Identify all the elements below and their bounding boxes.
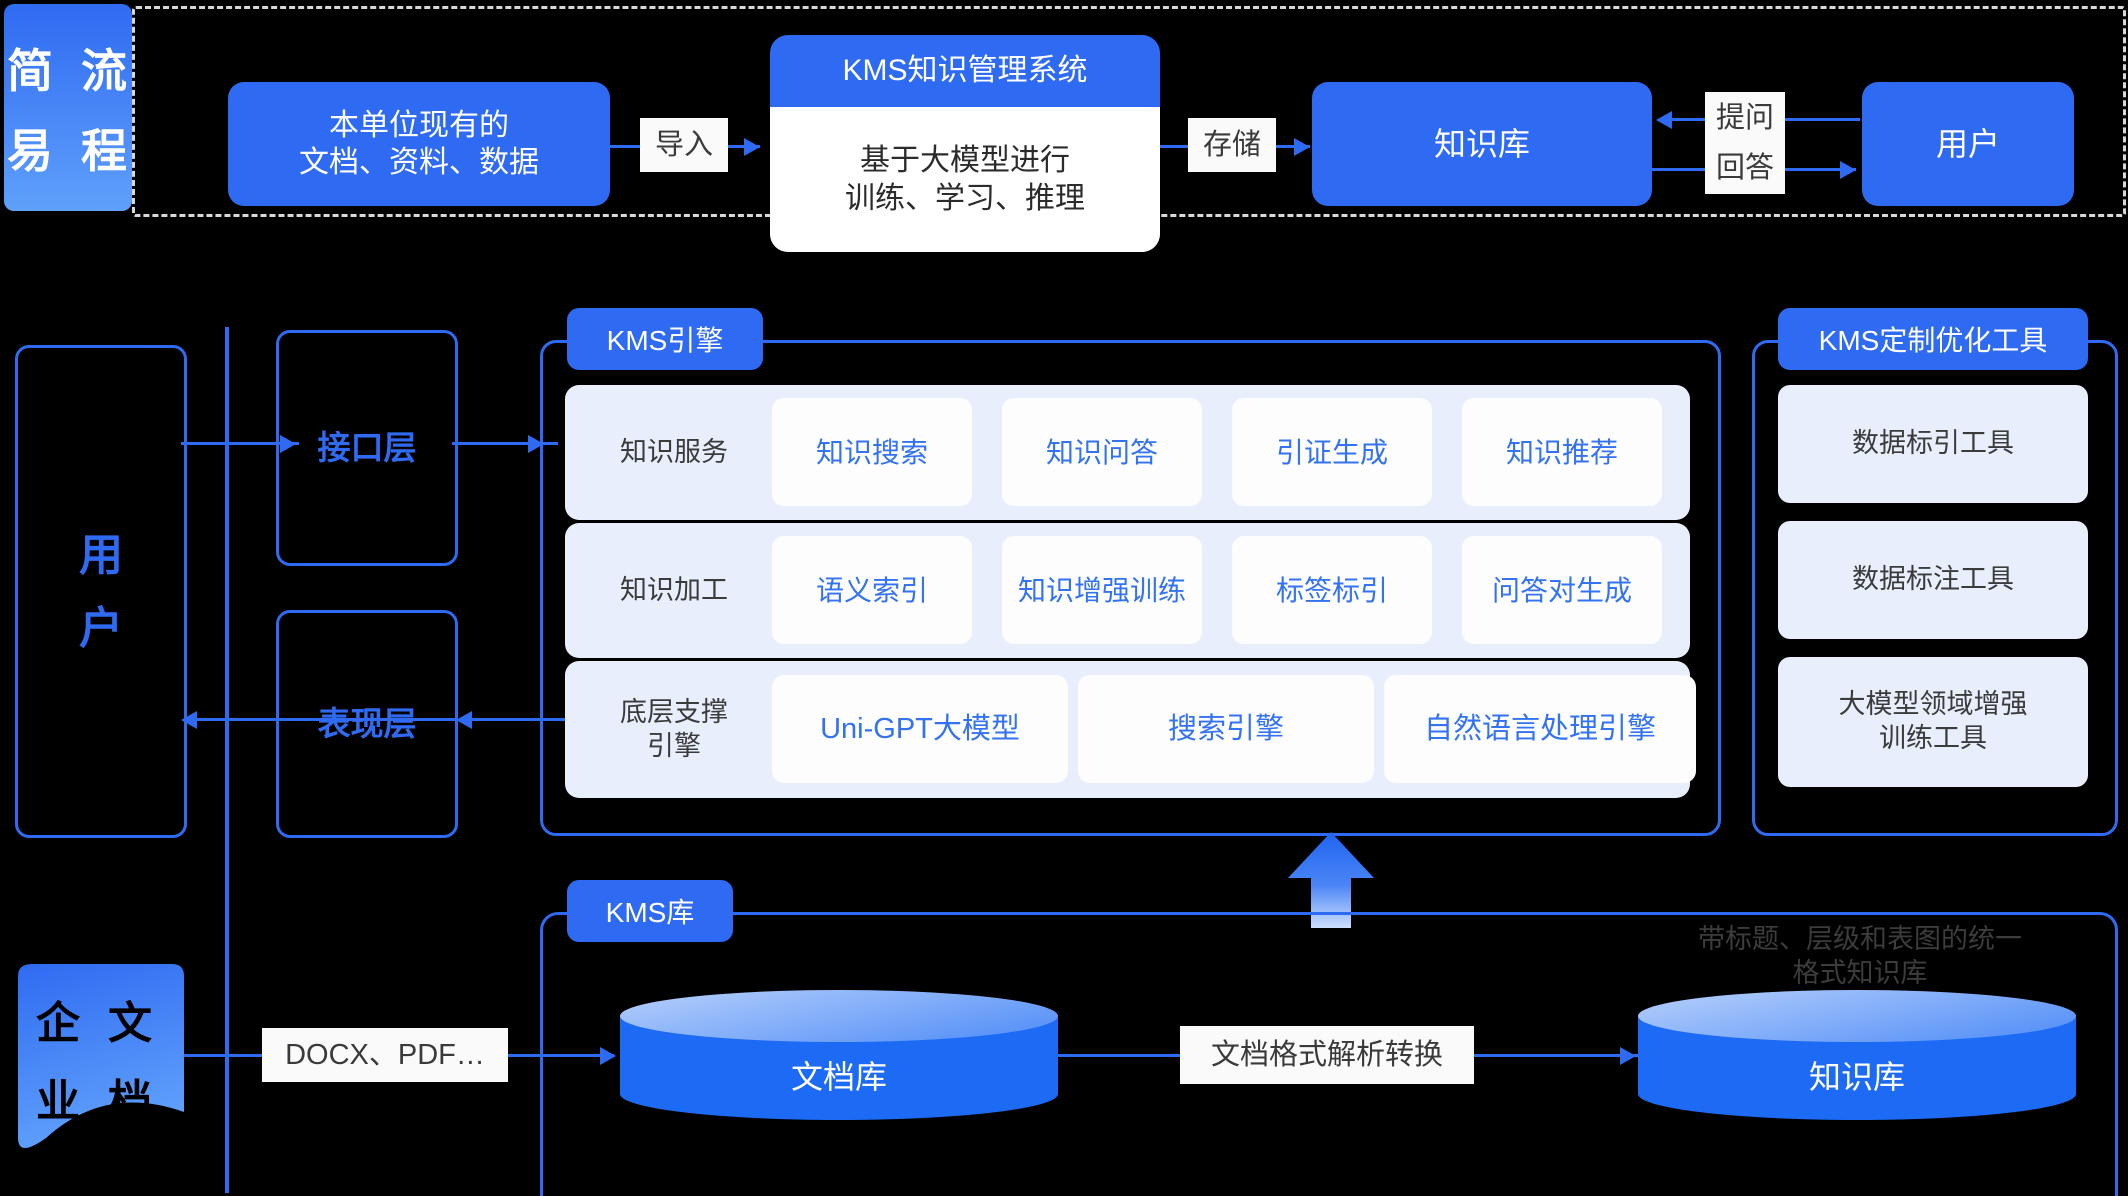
presentation-layer-box[interactable]: 表现层 [276, 610, 458, 838]
enterprise-label-char-1: 文 [108, 999, 154, 1048]
kms-system-card[interactable]: KMS知识管理系统 基于大模型进行 训练、学习、推理 [770, 35, 1160, 252]
document-db-label: 文档库 [790, 1059, 887, 1095]
engine-row-2-item-1[interactable]: 搜索引擎 [1078, 675, 1374, 783]
flow-user-box[interactable]: 用户 [1862, 82, 2074, 206]
kms-store-panel [540, 912, 2118, 1196]
user-label-char-0: 用 [79, 530, 123, 580]
answer-label: 回答 [1705, 142, 1785, 194]
enterprise-label-char-3: 档 [108, 1077, 154, 1126]
source-documents-box[interactable]: 本单位现有的 文档、资料、数据 [228, 82, 610, 206]
kms-system-title: KMS知识管理系统 [842, 54, 1088, 88]
side-label-char-3: 程 [81, 124, 129, 177]
engine-row-2-label: 底层支撑 引擎 [620, 696, 728, 761]
tool-card-1[interactable]: 数据标注工具 [1778, 521, 2088, 639]
engine-row-0-item-2[interactable]: 引证生成 [1232, 398, 1432, 506]
presentation-to-user-arrow [181, 711, 197, 729]
simple-flow-side-label: 简 流 易 程 [4, 4, 132, 211]
interface-layer-box[interactable]: 接口层 [276, 330, 458, 566]
enterprise-label-char-0: 企 [36, 999, 82, 1048]
side-label-char-0: 简 [7, 44, 55, 97]
kms-engine-tab: KMS引擎 [567, 308, 763, 370]
engine-row-1-item-2[interactable]: 标签标引 [1232, 536, 1432, 644]
engine-row-2-item-2[interactable]: 自然语言处理引擎 [1384, 675, 1696, 783]
file-format-label: DOCX、PDF… [262, 1028, 508, 1082]
enterprise-docs-shape [18, 964, 184, 1148]
engine-row-1-item-1[interactable]: 知识增强训练 [1002, 536, 1202, 644]
convert-arrow-head [1620, 1047, 1636, 1065]
enterprise-label-char-2: 业 [36, 1077, 82, 1126]
knowledge-db-label: 知识库 [1808, 1059, 1905, 1095]
user-label-char-1: 户 [79, 603, 123, 653]
engine-to-presentation-arrow [456, 711, 472, 729]
engine-row-1-item-0[interactable]: 语义索引 [772, 536, 972, 644]
kms-store-tab: KMS库 [567, 880, 733, 942]
enterprise-docs-label: 企 文 业 档 [6, 988, 184, 1128]
user-to-interface-line [181, 442, 299, 445]
data-upload-arrow [1288, 832, 1374, 928]
knowledge-db-note: 带标题、层级和表图的统一 格式知识库 [1698, 924, 2022, 988]
store-arrow-head [1294, 138, 1310, 156]
ask-label: 提问 [1705, 92, 1785, 144]
user-to-interface-arrow [280, 435, 296, 453]
tool-card-2[interactable]: 大模型领域增强 训练工具 [1778, 657, 2088, 787]
presentation-to-user-line [195, 718, 455, 721]
tool-card-0[interactable]: 数据标引工具 [1778, 385, 2088, 503]
knowledge-db-cylinder[interactable] [1638, 990, 2076, 1120]
flow-knowledge-base-box[interactable]: 知识库 [1312, 82, 1652, 206]
engine-row-0-label: 知识服务 [620, 436, 728, 467]
main-vertical-spine [225, 327, 229, 1193]
convert-label: 文档格式解析转换 [1180, 1026, 1474, 1084]
ask-arrow-head [1656, 111, 1672, 129]
import-label: 导入 [640, 118, 728, 172]
engine-row-0-item-1[interactable]: 知识问答 [1002, 398, 1202, 506]
engine-row-1-label: 知识加工 [620, 574, 728, 605]
engine-row-0-item-0[interactable]: 知识搜索 [772, 398, 972, 506]
store-label: 存储 [1188, 118, 1276, 172]
engine-row-2-item-0[interactable]: Uni-GPT大模型 [772, 675, 1068, 783]
kms-tools-tab: KMS定制优化工具 [1778, 308, 2088, 370]
engine-to-presentation-line [470, 718, 590, 721]
answer-arrow-head [1840, 161, 1856, 179]
engine-row-0-item-3[interactable]: 知识推荐 [1462, 398, 1662, 506]
engine-row-1-item-3[interactable]: 问答对生成 [1462, 536, 1662, 644]
kms-system-body: 基于大模型进行 训练、学习、推理 [770, 107, 1160, 252]
import-arrow-head [744, 138, 760, 156]
kms-engine-panel [540, 340, 1721, 836]
user-outline-box[interactable]: 用 户 [15, 345, 187, 838]
side-label-char-2: 易 [7, 124, 55, 177]
document-db-cylinder[interactable] [620, 990, 1058, 1120]
docs-to-docdb-arrow [600, 1047, 616, 1065]
side-label-char-1: 流 [81, 44, 129, 97]
interface-to-engine-line [452, 442, 558, 445]
